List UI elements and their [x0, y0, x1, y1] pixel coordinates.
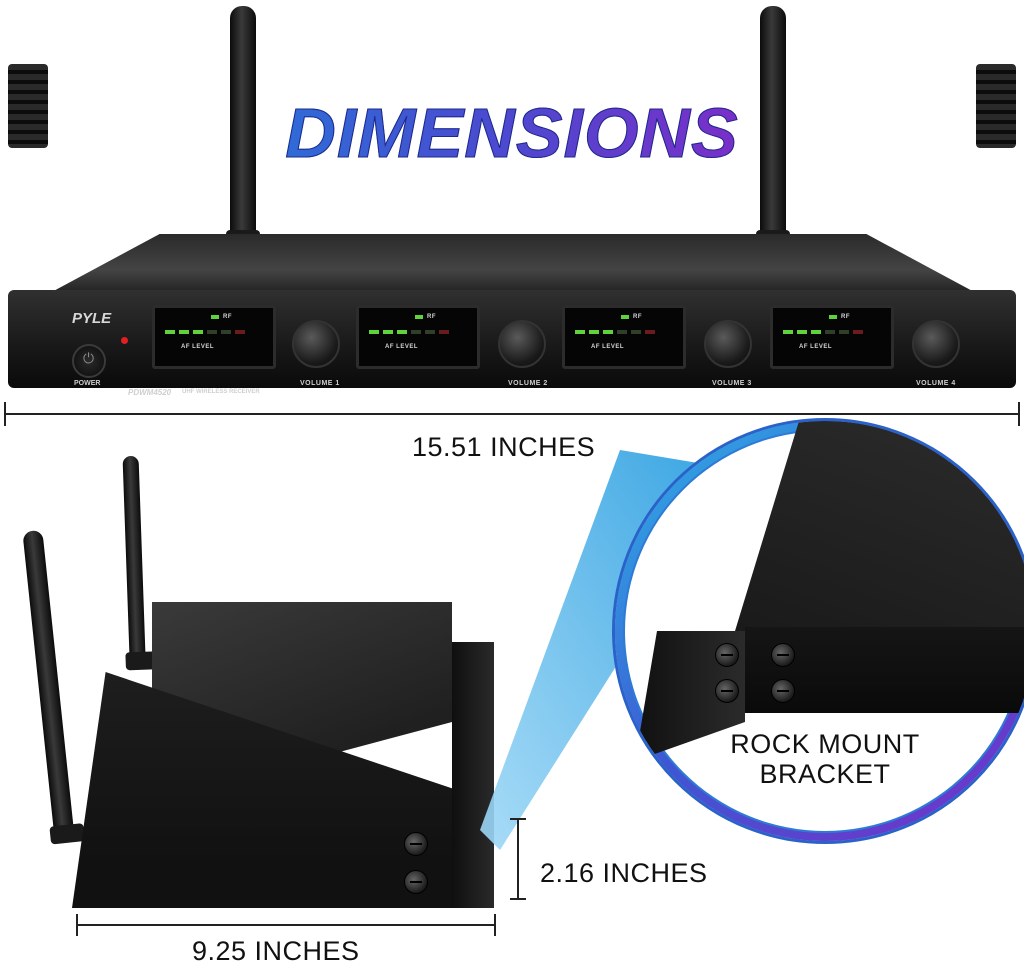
width-dimension-line — [4, 413, 1020, 415]
zoom-screw-1 — [771, 643, 795, 667]
receiver-side-view — [72, 602, 494, 908]
volume-4-label: VOLUME 4 — [916, 380, 956, 387]
height-tick-bottom — [510, 898, 526, 900]
power-button[interactable]: ⏻ — [72, 344, 106, 378]
side-screw-top — [404, 832, 428, 856]
height-dimension-line — [517, 818, 519, 900]
width-dimension-label: 15.51 INCHES — [412, 432, 596, 462]
power-indicator-led — [121, 337, 128, 344]
side-antenna-left — [22, 529, 74, 831]
left-antenna — [226, 6, 260, 248]
volume-4-knob[interactable] — [912, 320, 960, 368]
channel-2-display: RF AF LEVEL — [356, 305, 480, 369]
channel-3-display: RF AF LEVEL — [562, 305, 686, 369]
brand-logo: PYLE — [72, 310, 112, 327]
power-label: POWER — [74, 380, 101, 387]
zoom-screw-3 — [715, 643, 739, 667]
right-grille — [976, 64, 1016, 148]
depth-tick-right — [494, 914, 496, 936]
dimensions-title: DIMENSIONS — [285, 94, 739, 172]
side-screw-bottom — [404, 870, 428, 894]
right-antenna — [756, 6, 790, 248]
depth-dimension-line — [76, 924, 496, 926]
height-dimension-label: 2.16 INCHES — [540, 858, 708, 888]
volume-2-label: VOLUME 2 — [508, 380, 548, 387]
channel-4-display: RF AF LEVEL — [770, 305, 894, 369]
power-icon: ⏻ — [83, 350, 95, 366]
volume-1-knob[interactable] — [292, 320, 340, 368]
zoom-screw-4 — [715, 679, 739, 703]
volume-1-label: VOLUME 1 — [300, 380, 340, 387]
volume-2-knob[interactable] — [498, 320, 546, 368]
callout-line-2: BRACKET — [759, 759, 891, 789]
left-grille — [8, 64, 48, 148]
volume-3-label: VOLUME 3 — [712, 380, 752, 387]
callout-line-1: ROCK MOUNT — [730, 729, 920, 759]
channel-1-display: RF AF LEVEL — [152, 305, 276, 369]
rack-mount-bracket-label: ROCK MOUNT BRACKET — [615, 729, 1024, 789]
model-label: PDWM4520 — [128, 388, 172, 397]
zoom-screw-2 — [771, 679, 795, 703]
width-tick-right — [1018, 402, 1020, 426]
rack-mount-zoom-callout: ROCK MOUNT BRACKET — [612, 418, 1024, 844]
volume-3-knob[interactable] — [704, 320, 752, 368]
model-description: UHF WIRELESS RECEIVER — [182, 389, 260, 395]
depth-dimension-label: 9.25 INCHES — [192, 936, 360, 966]
